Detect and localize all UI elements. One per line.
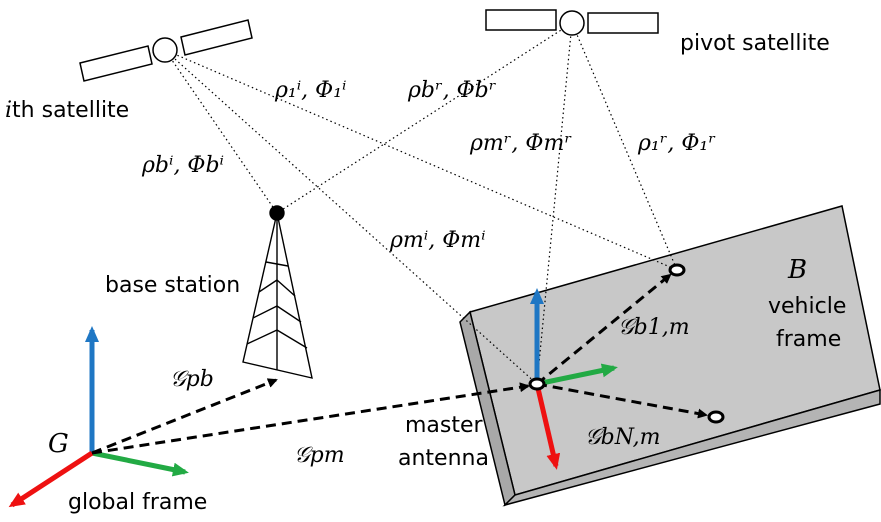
pivot-satellite-icon [485, 9, 659, 36]
ith-satellite-icon [79, 19, 253, 82]
vehicle-frame-label-line2: frame [776, 327, 841, 352]
vehicle-frame-label-line1: vehicle [768, 294, 846, 319]
body-frame-symbol: B [787, 255, 807, 285]
ith-satellite-label: ith satellite [5, 98, 129, 123]
measurement-rho-b-i: ρbⁱ, Φbⁱ [141, 153, 224, 178]
measurement-rho-m-r: ρmʳ, Φmʳ [469, 131, 572, 156]
baseline-vectors [536, 273, 708, 419]
vector-label-b-1m: 𝒢b1,m [618, 315, 690, 340]
global-frame-symbol: G [48, 429, 69, 459]
base-station-tower-icon [242, 205, 313, 379]
vector-label-p-b: 𝒢pb [170, 367, 214, 392]
master-antenna-label-line2: antenna [398, 446, 489, 471]
position-vectors [91, 378, 530, 455]
vector-label-b-Nm: 𝒢bN,m [585, 425, 660, 450]
global-frame-label: global frame [68, 490, 207, 515]
global-frame-axes [8, 326, 189, 508]
measurement-rho-1-i: ρ₁ⁱ, Φ₁ⁱ [274, 78, 346, 103]
measurement-rho-1-r: ρ₁ʳ, Φ₁ʳ [637, 131, 716, 156]
master-antenna-marker [528, 377, 546, 391]
line-of-sight-lines [164, 22, 678, 385]
vector-label-p-m: 𝒢pm [294, 443, 345, 468]
measurement-rho-b-r: ρbʳ, Φbʳ [407, 78, 497, 103]
vehicle-body [459, 205, 881, 507]
pivot-satellite-label: pivot satellite [680, 31, 830, 56]
antenna-N-marker [707, 410, 725, 424]
measurement-rho-m-i: ρmⁱ, Φmⁱ [389, 228, 486, 253]
antenna-1-marker [668, 263, 686, 277]
vehicle-frame-axes [530, 288, 618, 470]
base-station-label: base station [105, 273, 240, 298]
master-antenna-label-line1: master [405, 413, 484, 438]
antenna-markers [528, 263, 725, 424]
